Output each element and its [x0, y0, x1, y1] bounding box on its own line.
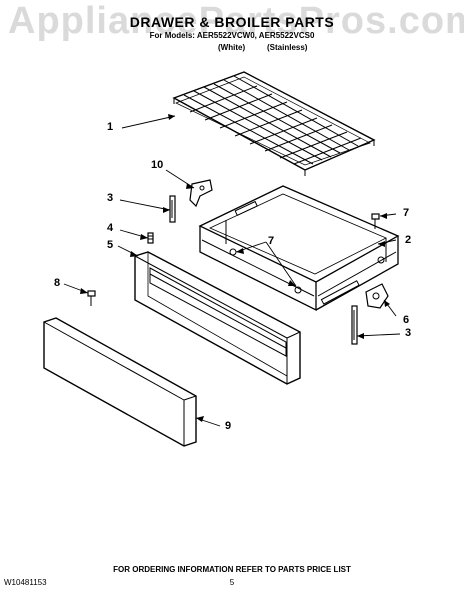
screw-right-part: [371, 213, 380, 229]
callout-1: 1: [107, 121, 114, 133]
callout-9: 9: [225, 420, 232, 432]
callout-8: 8: [54, 277, 61, 289]
leader-arrowheads: [80, 114, 390, 422]
diagram-title: DRAWER & BROILER PARTS: [129, 14, 335, 30]
drawer-body-part: [198, 185, 400, 312]
callout-7-right: 7: [403, 207, 410, 219]
page-number: 5: [229, 578, 235, 587]
document-number: W10481153: [4, 578, 47, 587]
variant-white: (White): [218, 43, 246, 52]
callout-5: 5: [107, 239, 114, 251]
watermark-text: AppliancePartsPros.com: [8, 0, 464, 42]
ordering-info-text: FOR ORDERING INFORMATION REFER TO PARTS …: [113, 565, 351, 574]
callout-6: 6: [403, 314, 410, 326]
bracket-part: [189, 179, 213, 208]
drawer-front-part: [134, 251, 301, 385]
clip-part: [147, 232, 154, 244]
slide-rail-right-part: [351, 305, 358, 345]
screw-left-part: [87, 290, 96, 306]
kick-panel-part: [43, 317, 197, 447]
callout-3-upper: 3: [107, 192, 114, 204]
callout-3-lower: 3: [405, 327, 412, 339]
callout-2: 2: [405, 234, 412, 246]
variant-stainless: (Stainless): [267, 43, 308, 52]
broiler-rack-part: [172, 71, 376, 176]
callout-7-center: 7: [268, 235, 275, 247]
slide-rail-left-part: [169, 195, 176, 223]
callout-4: 4: [107, 222, 114, 234]
callout-10: 10: [151, 159, 164, 171]
bracket-right-part: [365, 283, 389, 309]
leader-lines: [63, 115, 401, 427]
models-line: For Models: AER5522VCW0, AER5522VCS0: [149, 31, 315, 40]
